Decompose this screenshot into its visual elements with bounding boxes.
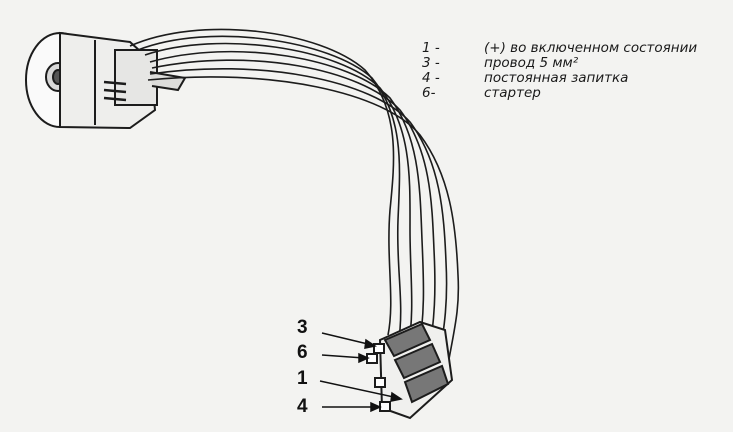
terminal-3	[373, 343, 385, 354]
legend-text: стартер	[484, 85, 541, 101]
legend-text: постоянная запитка	[484, 70, 629, 86]
terminal-4	[379, 401, 391, 412]
connector-slot-middle	[393, 342, 442, 380]
legend-text: (+) во включенном состоянии	[484, 40, 698, 56]
callout-4: 4	[297, 396, 308, 417]
legend-row: 4 - постоянная запитка	[422, 71, 697, 86]
switch-connector-block	[114, 49, 158, 106]
legend-number: 6-	[422, 85, 436, 101]
legend-row: 6- стартер	[422, 86, 697, 101]
legend-number: 3 -	[422, 55, 440, 71]
leader-lines	[319, 332, 403, 413]
connector-slot-upper	[383, 322, 432, 358]
legend: 1 - (+) во включенном состоянии 3 - пров…	[422, 41, 697, 101]
legend-number: 1 -	[422, 40, 440, 56]
callout-6: 6	[297, 342, 308, 363]
legend-number: 4 -	[422, 70, 440, 86]
wire-harness	[129, 28, 460, 371]
connector-slot-lower	[403, 364, 450, 404]
leader-arrow-6	[358, 352, 370, 364]
terminal-1	[374, 377, 386, 388]
switch-clip	[149, 71, 187, 92]
leader-arrow-1	[390, 391, 403, 402]
callout-1: 1	[297, 368, 308, 389]
legend-row: 1 - (+) во включенном состоянии	[422, 41, 697, 56]
terminal-connector	[366, 320, 454, 420]
callout-3: 3	[297, 317, 308, 338]
leader-arrow-4	[370, 401, 382, 413]
ignition-switch	[25, 31, 187, 130]
leader-arrow-3	[364, 338, 377, 349]
legend-text: провод 5 мм²	[484, 55, 579, 71]
legend-row: 3 - провод 5 мм²	[422, 56, 697, 71]
switch-ribs	[103, 80, 127, 102]
leader-line-6	[321, 354, 365, 359]
leader-line-1	[319, 380, 399, 399]
leader-line-3	[321, 332, 373, 346]
